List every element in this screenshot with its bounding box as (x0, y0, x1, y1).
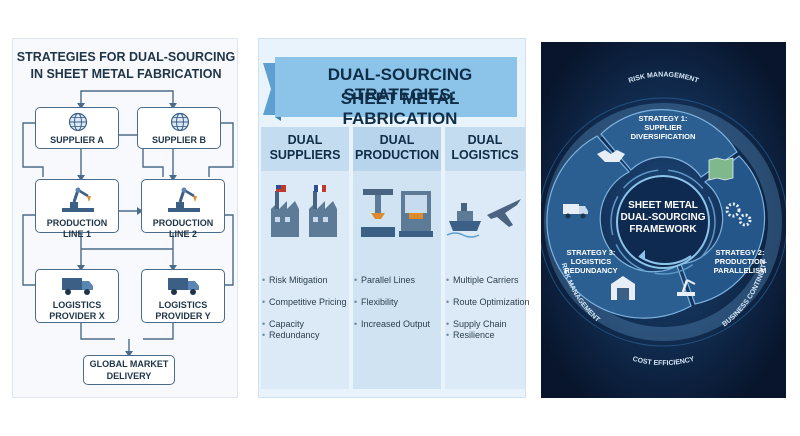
panel2-title-ribbon: DUAL-SOURCING STRATEGIES: SHEET METAL FA… (263, 55, 523, 128)
column-head1: DUAL (379, 133, 415, 147)
column-header: DUAL LOGISTICS (445, 127, 525, 171)
center-line1: SHEET METAL (628, 200, 698, 211)
robot-arm-icon (677, 279, 696, 296)
s1-line1: STRATEGY 1: (638, 114, 688, 123)
bullet-redundancy-continued: Redundancy (262, 330, 319, 341)
production-line-1-box: PRODUCTION LINE 1 (35, 179, 119, 239)
logistics-provider-x-box: LOGISTICS PROVIDER X (35, 269, 119, 323)
column-header: DUAL SUPPLIERS (261, 127, 349, 171)
ship-plane-icon (447, 199, 521, 238)
s1-line3: DIVERSIFICATION (630, 132, 696, 141)
bullet-competitive-pricing: Competitive Pricing (262, 297, 346, 308)
panel1-title-line1: STRATEGIES FOR DUAL-SOURCING (16, 50, 236, 64)
column-header: DUAL PRODUCTION (353, 127, 441, 171)
framework-center-text: SHEET METAL DUAL-SOURCING FRAMEWORK (613, 200, 713, 236)
warehouse-icon (611, 276, 635, 300)
logistics-x-line1: LOGISTICS (52, 300, 102, 310)
production-line-2-label: PRODUCTION LINE 2 (152, 218, 214, 239)
s3-line2: LOGISTICS (570, 257, 612, 266)
ribbon-banner (263, 57, 517, 121)
supplier-a-label: SUPPLIER A (50, 135, 104, 145)
gears-icon (725, 202, 752, 227)
column-head2: SUPPLIERS (269, 148, 341, 162)
supplier-b-box: SUPPLIER B (137, 107, 221, 149)
truck-icon (563, 204, 588, 219)
production-line-2-box: PRODUCTION LINE 2 (141, 179, 225, 239)
bullet-flexibility: Flexibility (354, 297, 398, 308)
bullet-capacity: Capacity (262, 319, 304, 330)
column-head1: DUAL (467, 133, 503, 147)
factory-flags-icon (271, 185, 337, 237)
panel1-title: STRATEGIES FOR DUAL-SOURCING IN SHEET ME… (13, 49, 239, 83)
s2-line2: PRODUCTION (714, 257, 766, 266)
center-line2: DUAL-SOURCING (620, 212, 706, 223)
market-line2: DELIVERY (106, 371, 152, 381)
bullet-resilience-continued: Resilience (446, 330, 494, 341)
framework-circle-panel: RISK MANAGEMENT COST EFFICIENCY RISK MAN… (541, 42, 786, 398)
robot-arm-icon (168, 187, 200, 212)
supplier-a-box: SUPPLIER A (35, 107, 119, 149)
map-icon (708, 157, 734, 181)
logistics-x-line2: PROVIDER X (49, 311, 105, 321)
column-head1: DUAL (287, 133, 323, 147)
ring-label-bottom: COST EFFICIENCY (632, 356, 696, 367)
bullet-parallel-lines: Parallel Lines (354, 275, 415, 286)
logistics-y-line1: LOGISTICS (158, 300, 208, 310)
bullet-route-optimization: Route Optimization (446, 297, 530, 308)
flow-connectors (22, 90, 234, 357)
panel2-title-line2: SHEET METAL FABRICATION (340, 89, 460, 128)
global-market-delivery-box: GLOBAL MARKET DELIVERY (83, 355, 175, 385)
column-dual-logistics: DUAL LOGISTICS Multiple Carriers Route O… (445, 127, 530, 389)
truck-icon (168, 278, 199, 295)
bullet-increased-output: Increased Output (354, 319, 430, 330)
bullet-supply-chain: Supply Chain (446, 319, 506, 330)
column-dual-production: DUAL PRODUCTION Parallel Lines Flexibili… (353, 127, 441, 389)
market-line1: GLOBAL MARKET (89, 359, 169, 369)
strategy-1-label: STRATEGY 1: SUPPLIER DIVERSIFICATION (623, 114, 703, 141)
supplier-b-label: SUPPLIER B (151, 135, 206, 145)
bullet-multiple-carriers: Multiple Carriers (446, 275, 518, 286)
s2-line3: PARALLELISM (713, 266, 767, 275)
logistics-y-line2: PROVIDER Y (155, 311, 211, 321)
strategy-3-label: STRATEGY 3: LOGISTICS REDUNDANCY (559, 248, 623, 275)
handshake-icon (597, 150, 625, 162)
panel1-title-line2: IN SHEET METAL FABRICATION (30, 67, 222, 81)
framework-ring-graphic: RISK MANAGEMENT COST EFFICIENCY RISK MAN… (541, 42, 786, 398)
logistics-provider-y-box: LOGISTICS PROVIDER Y (141, 269, 225, 323)
globe-icon (68, 112, 88, 132)
truck-icon (62, 278, 93, 295)
panel2-title-line1: DUAL-SOURCING STRATEGIES: (327, 65, 473, 104)
bullet-risk-mitigation: Risk Mitigation (262, 275, 327, 286)
robot-arm-icon (62, 187, 94, 212)
supply-chain-flow-panel: STRATEGIES FOR DUAL-SOURCING IN SHEET ME… (12, 38, 238, 398)
press-machine-icon (361, 189, 433, 237)
center-line3: FRAMEWORK (629, 224, 697, 235)
s1-line2: SUPPLIER (644, 123, 682, 132)
column-dual-suppliers: DUAL SUPPLIERS Risk Mitigation Competiti… (261, 127, 349, 389)
s3-line3: REDUNDANCY (564, 266, 618, 275)
s3-line1: STRATEGY 3: (566, 248, 616, 257)
strategies-columns-panel: DUAL-SOURCING STRATEGIES: SHEET METAL FA… (258, 38, 530, 398)
production-line-1-label: PRODUCTION LINE 1 (46, 218, 108, 239)
s2-line1: STRATEGY 2: (715, 248, 765, 257)
globe-icon (170, 112, 190, 132)
strategy-2-label: STRATEGY 2: PRODUCTION PARALLELISM (707, 248, 773, 275)
column-head2: PRODUCTION (354, 148, 440, 162)
column-head2: LOGISTICS (451, 148, 519, 162)
